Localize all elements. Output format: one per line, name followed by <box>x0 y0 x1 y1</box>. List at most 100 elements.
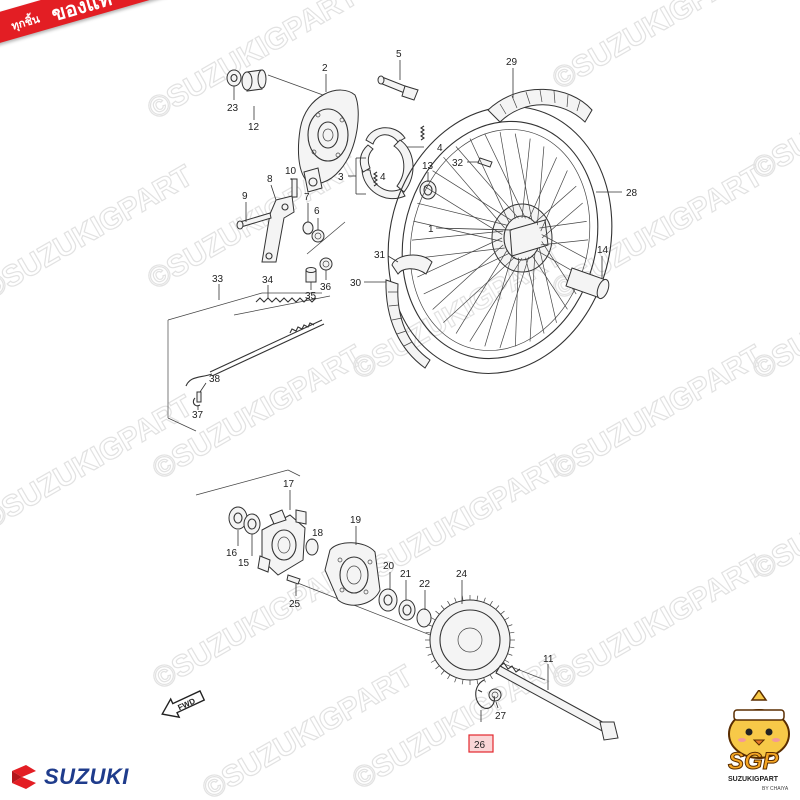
part-3-brake-shoes[interactable] <box>359 127 414 200</box>
wheel-spoke <box>432 170 513 221</box>
highlight-box <box>468 734 494 753</box>
wheel-spoke <box>411 230 504 241</box>
part-34-spring[interactable] <box>255 297 317 303</box>
label-part-14[interactable]: 14 <box>597 245 609 256</box>
part-28-rear-wheel[interactable] <box>359 81 641 399</box>
wheel-spoke <box>534 185 577 223</box>
part-10-pin[interactable] <box>291 178 298 198</box>
part-30-tire-tube[interactable] <box>385 279 431 369</box>
sgp-name: SUZUKIGPART <box>728 776 779 783</box>
wheel-spoke <box>455 146 519 219</box>
banner-line1: ทุกชิ้น <box>10 13 42 33</box>
label-part-9[interactable]: 9 <box>242 191 248 202</box>
part-2-brake-panel[interactable] <box>297 89 359 193</box>
label-part-7[interactable]: 7 <box>304 192 310 203</box>
label-part-12[interactable]: 12 <box>248 122 260 133</box>
label-part-4b[interactable]: 4 <box>380 172 386 183</box>
label-part-29[interactable]: 29 <box>506 57 518 68</box>
part-27-nut[interactable] <box>488 688 502 702</box>
part-11-axle[interactable] <box>495 662 619 741</box>
wheel-spoke <box>528 157 557 220</box>
label-part-16[interactable]: 16 <box>226 548 238 559</box>
label-part-22[interactable]: 22 <box>419 579 431 590</box>
chick-mascot-icon <box>728 690 790 759</box>
label-part-26[interactable]: 26 <box>474 740 486 751</box>
part-9-bolt[interactable] <box>236 212 272 230</box>
label-part-38[interactable]: 38 <box>209 374 221 385</box>
label-part-27[interactable]: 27 <box>495 711 507 722</box>
label-part-24[interactable]: 24 <box>456 569 468 580</box>
label-part-19[interactable]: 19 <box>350 515 362 526</box>
part-18-collar[interactable] <box>305 538 319 556</box>
label-part-31[interactable]: 31 <box>374 250 386 261</box>
part-25-stud[interactable] <box>286 574 301 585</box>
label-part-37[interactable]: 37 <box>192 410 204 421</box>
part-7-washer[interactable] <box>302 221 314 235</box>
wheel-spoke <box>499 256 530 349</box>
upper-frame-lines <box>167 74 346 432</box>
label-part-30[interactable]: 30 <box>350 278 362 289</box>
sprocket-tooth <box>507 653 513 656</box>
part-17-damper-hub[interactable] <box>257 509 307 576</box>
label-part-33[interactable]: 33 <box>212 274 224 285</box>
corner-banner: ทุกชิ้น ของแท้ <box>0 0 170 70</box>
part-29-tire[interactable] <box>487 88 593 123</box>
part-4-spring-lower[interactable] <box>373 171 378 187</box>
sprocket-tooth <box>435 610 440 615</box>
part-8-brake-arm[interactable] <box>261 195 295 263</box>
part-22-spacer[interactable] <box>416 608 432 628</box>
part-16-bearing[interactable] <box>228 506 248 530</box>
label-part-36[interactable]: 36 <box>320 282 332 293</box>
part-33-brake-rod[interactable] <box>185 319 325 387</box>
label-part-8[interactable]: 8 <box>267 174 273 185</box>
part-36-nut[interactable] <box>319 257 333 271</box>
part-6-nut[interactable] <box>311 229 325 243</box>
label-part-13[interactable]: 13 <box>422 161 434 172</box>
label-part-23[interactable]: 23 <box>227 103 239 114</box>
label-part-28[interactable]: 28 <box>626 188 638 199</box>
part-4-spring-upper[interactable] <box>420 125 425 141</box>
label-part-34[interactable]: 34 <box>262 275 274 286</box>
part-21-seal[interactable] <box>398 599 416 621</box>
part-23-washer[interactable] <box>226 69 242 87</box>
sprocket-tooth <box>440 670 445 675</box>
part-19-sprocket-carrier[interactable] <box>324 542 381 606</box>
label-part-6[interactable]: 6 <box>314 206 320 217</box>
label-part-18[interactable]: 18 <box>312 528 324 539</box>
part-35-pin[interactable] <box>305 267 317 283</box>
part-12-spacer[interactable] <box>241 69 267 92</box>
label-part-1[interactable]: 1 <box>428 224 434 235</box>
label-part-5[interactable]: 5 <box>396 49 402 60</box>
label-part-11[interactable]: 11 <box>543 654 554 665</box>
label-part-3[interactable]: 3 <box>338 172 344 183</box>
part-37-clip[interactable] <box>192 397 201 407</box>
wheel-spoke <box>443 156 505 229</box>
part-38-pin[interactable] <box>196 391 202 403</box>
part-24-rear-sprocket[interactable] <box>425 595 515 685</box>
part-31-rim-band[interactable] <box>391 254 433 275</box>
part-32-valve[interactable] <box>477 157 493 168</box>
label-part-20[interactable]: 20 <box>383 561 395 572</box>
label-part-2[interactable]: 2 <box>322 63 328 74</box>
wheel-spoke <box>515 257 519 347</box>
part-20-bearing[interactable] <box>378 588 398 612</box>
label-part-21[interactable]: 21 <box>400 569 412 580</box>
label-part-17[interactable]: 17 <box>283 479 295 490</box>
sprocket-tooth <box>425 646 431 649</box>
wheel-spoke <box>499 131 516 220</box>
part-14-spacer[interactable] <box>565 267 611 300</box>
wheel-spoke <box>536 146 545 226</box>
sprocket-tooth <box>430 659 436 663</box>
part-5-brake-cam[interactable] <box>377 75 419 101</box>
label-part-35[interactable]: 35 <box>305 291 317 302</box>
watermark: ©SUZUKIGPART <box>547 339 768 486</box>
part-13-seal[interactable] <box>419 180 437 200</box>
label-part-25[interactable]: 25 <box>289 599 301 610</box>
part-15-seal[interactable] <box>243 513 261 535</box>
label-part-10[interactable]: 10 <box>285 166 297 177</box>
label-part-32[interactable]: 32 <box>452 158 464 169</box>
label-part-15[interactable]: 15 <box>238 558 250 569</box>
label-part-4a[interactable]: 4 <box>437 143 443 154</box>
part-26-lock-washer[interactable] <box>475 679 495 709</box>
